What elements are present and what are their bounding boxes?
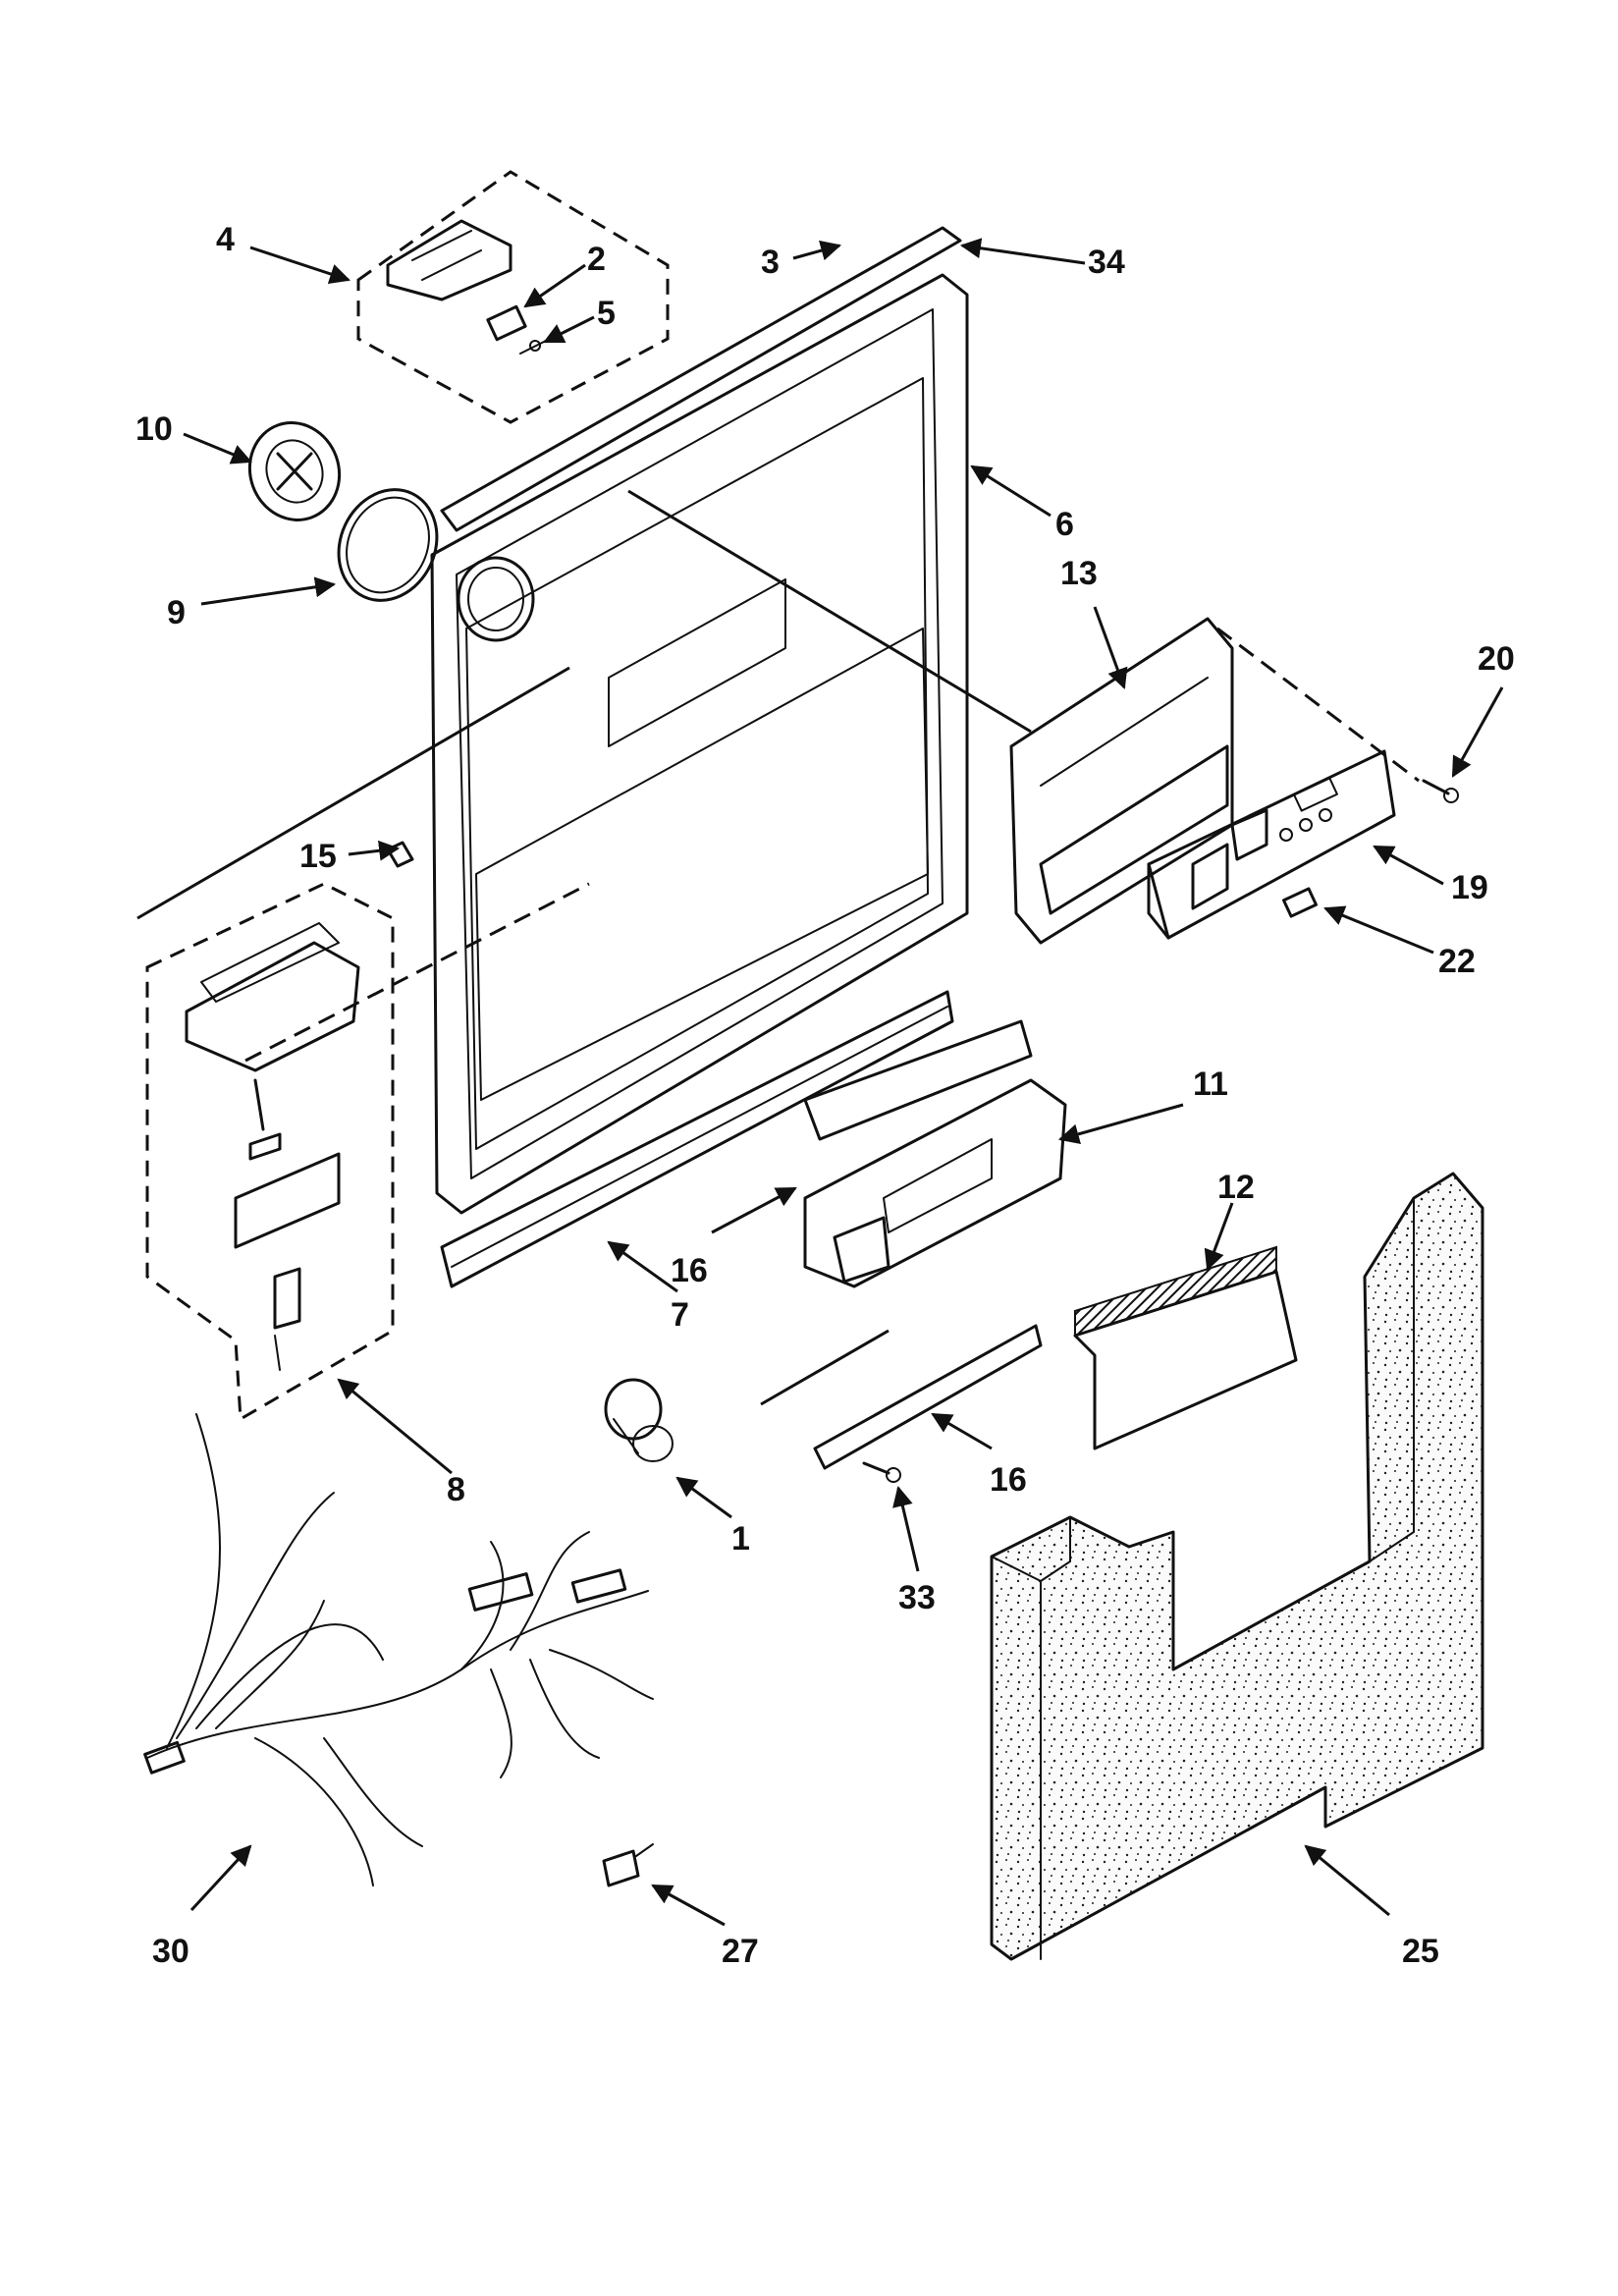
part-4-kit-group <box>356 170 670 424</box>
part-8-dispenser-group <box>145 882 395 1422</box>
leader-lines <box>183 238 1504 1927</box>
part-10-vent <box>247 421 342 521</box>
callout-34: 34 <box>1088 244 1125 281</box>
callout-33: 33 <box>898 1579 936 1616</box>
part-9-gasket <box>337 488 439 602</box>
callout-7: 7 <box>671 1296 689 1334</box>
callout-20: 20 <box>1478 640 1515 678</box>
callout-6: 6 <box>1055 506 1074 543</box>
callout-19: 19 <box>1451 869 1488 906</box>
part-20-screw <box>1216 627 1459 803</box>
callout-30: 30 <box>152 1933 189 1970</box>
callout-16-upper: 16 <box>671 1252 708 1289</box>
part-16-upper-handle <box>803 1019 1033 1141</box>
part-1-button <box>604 1378 674 1462</box>
part-6-inner-door <box>136 226 1032 1215</box>
callout-11: 11 <box>1193 1066 1228 1103</box>
part-30-wire-harness <box>143 1413 654 1886</box>
callout-1: 1 <box>731 1520 750 1558</box>
callout-15: 15 <box>299 838 337 875</box>
callout-27: 27 <box>722 1933 759 1970</box>
callout-4: 4 <box>216 221 235 258</box>
part-19-control-panel <box>1147 749 1396 940</box>
callout-22: 22 <box>1438 943 1476 980</box>
part-27-connector <box>602 1843 654 1887</box>
callout-10: 10 <box>135 410 173 448</box>
part-7-lower-trim <box>440 990 954 1288</box>
callout-labels: 4 2 3 34 5 10 6 13 9 20 15 19 22 11 12 1… <box>135 221 1515 1970</box>
part-11-latch <box>803 1078 1067 1288</box>
part-13-bracket <box>1009 617 1234 945</box>
part-33-screw <box>862 1461 901 1483</box>
part-15-clip <box>386 841 414 868</box>
callout-25: 25 <box>1402 1933 1439 1970</box>
callout-13: 13 <box>1060 555 1098 592</box>
callout-3: 3 <box>761 244 780 281</box>
callout-8: 8 <box>447 1471 465 1508</box>
callout-9: 9 <box>167 594 186 631</box>
part-12-shield <box>1073 1245 1298 1450</box>
callout-2: 2 <box>587 241 606 278</box>
callout-16-lower: 16 <box>990 1461 1027 1499</box>
callout-12: 12 <box>1217 1169 1255 1206</box>
part-22-switch <box>1282 887 1318 918</box>
part-25-insulation <box>990 1172 1484 1961</box>
part-16-lower-trim <box>760 1324 1043 1470</box>
callout-5: 5 <box>597 295 616 332</box>
